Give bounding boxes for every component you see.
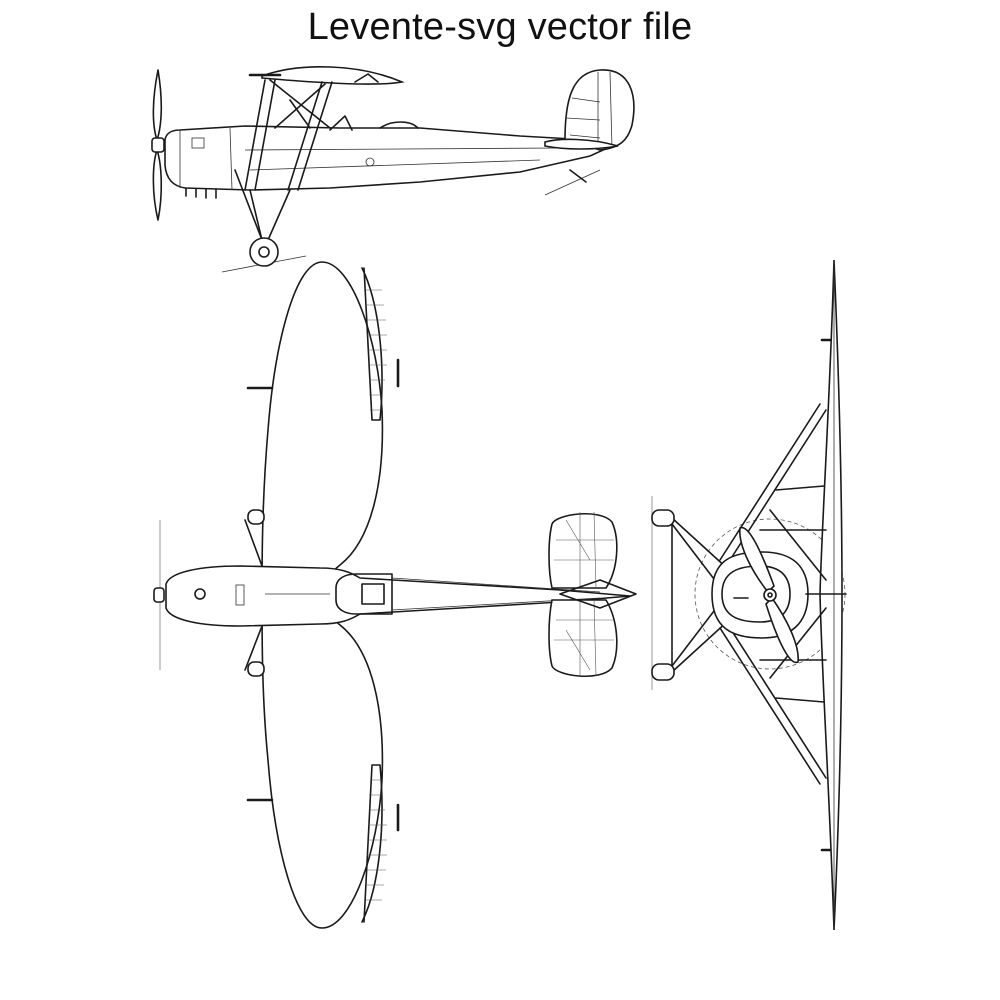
wheel-icon [651, 663, 675, 681]
fuselage-top [165, 565, 631, 627]
page-title: Levente-svg vector file [307, 6, 693, 48]
ground-line-tail [544, 169, 601, 196]
landing-gear-top [244, 509, 265, 677]
wheel-icon [651, 509, 675, 527]
wing-struts-front [719, 403, 827, 785]
tail-fin-side [564, 69, 635, 151]
aileron-upper [361, 267, 400, 421]
top-view [153, 261, 637, 929]
cockpit-top [335, 573, 393, 615]
upper-wing-side [261, 66, 405, 85]
spinner-icon [153, 587, 165, 603]
windscreen [329, 115, 353, 131]
wing-struts-side [244, 79, 333, 191]
wheel-icon [249, 237, 279, 267]
front-view [651, 259, 847, 931]
propeller-icon [151, 69, 165, 221]
fuselage-side [164, 125, 615, 191]
side-view [151, 66, 635, 273]
tailplane-top [548, 512, 618, 589]
spinner-icon [763, 588, 777, 602]
aileron-lower [361, 764, 400, 923]
landing-gear-side [234, 169, 291, 267]
exhaust-stubs [185, 187, 217, 199]
propeller-icon [739, 526, 799, 664]
upper-wing-front [819, 259, 843, 931]
